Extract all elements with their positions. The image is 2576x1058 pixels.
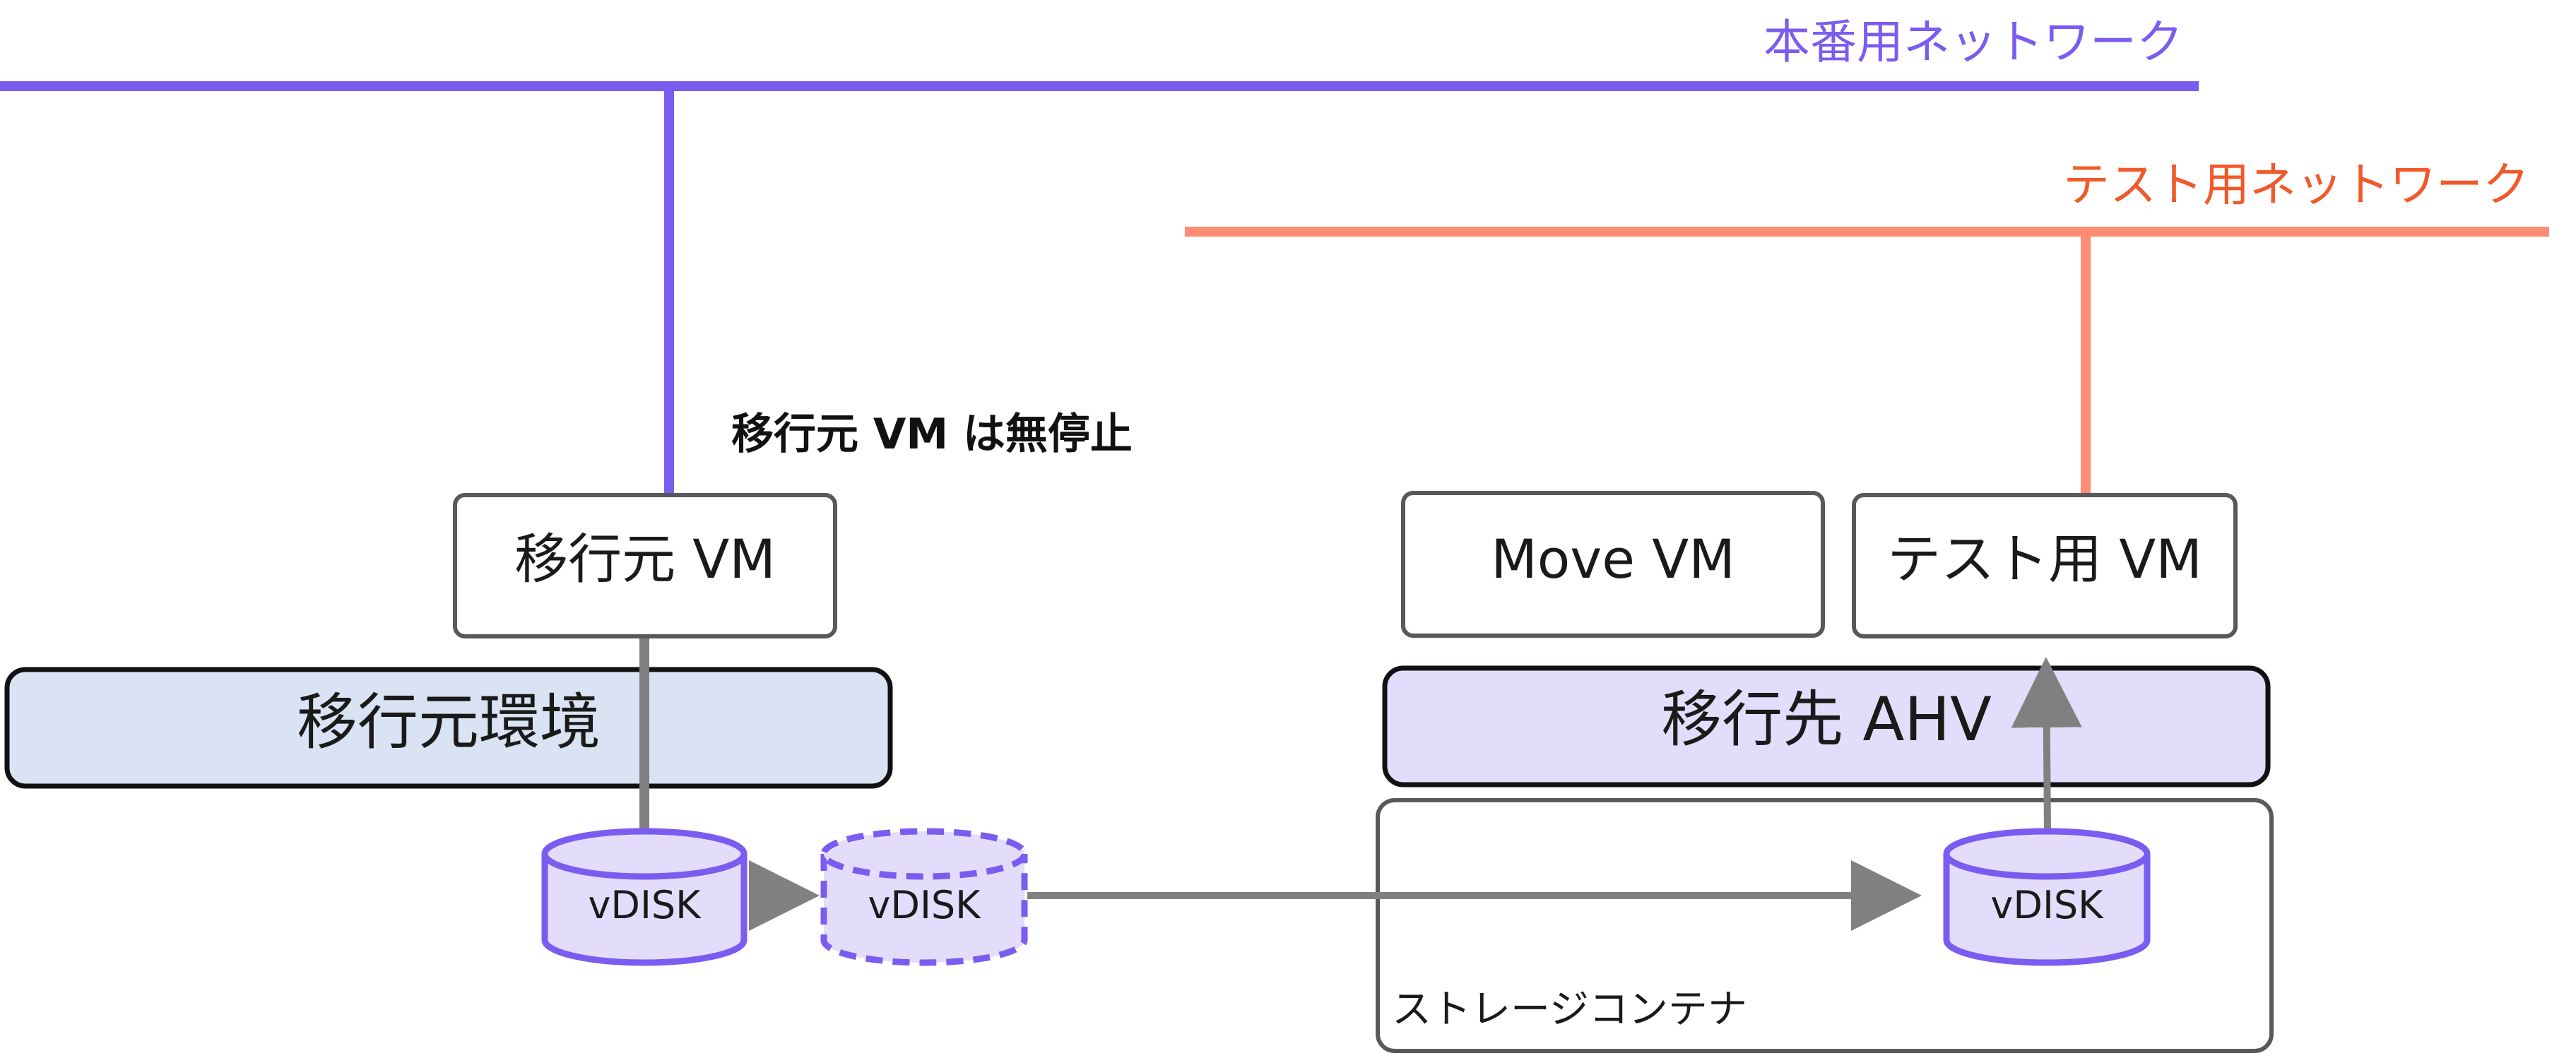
storage-container-label: ストレージコンテナ [1392, 987, 1747, 1033]
snapshot-vdisk-label: vDISK [868, 883, 981, 927]
test-network-label: テスト用ネットワーク [2063, 157, 2529, 212]
test-vm-box [1852, 493, 2238, 638]
target-vdisk: vDISK [1943, 828, 2151, 966]
disk-attach-arrow [2011, 657, 2082, 831]
target-ahv-label: 移行先 AHV [1661, 684, 1992, 755]
move-vm-box [1401, 491, 1825, 638]
snapshot-vdisk: vDISK [820, 828, 1028, 966]
production-network-label: 本番用ネットワーク [1763, 15, 2183, 69]
source-vm-box [453, 493, 837, 638]
storage-container [1376, 798, 2274, 1053]
source-vm-label: 移行元 VM [514, 528, 776, 590]
source-environment-label: 移行元環境 [297, 687, 601, 758]
test-vm-label: テスト用 VM [1887, 528, 2202, 590]
move-vm-label: Move VM [1491, 528, 1735, 590]
target-vdisk-label: vDISK [1990, 883, 2104, 927]
no-downtime-note: 移行元 VM は無停止 [731, 410, 1133, 459]
source-vdisk-label: vDISK [588, 883, 702, 927]
source-vdisk: vDISK [541, 828, 748, 966]
source-environment [4, 667, 893, 789]
